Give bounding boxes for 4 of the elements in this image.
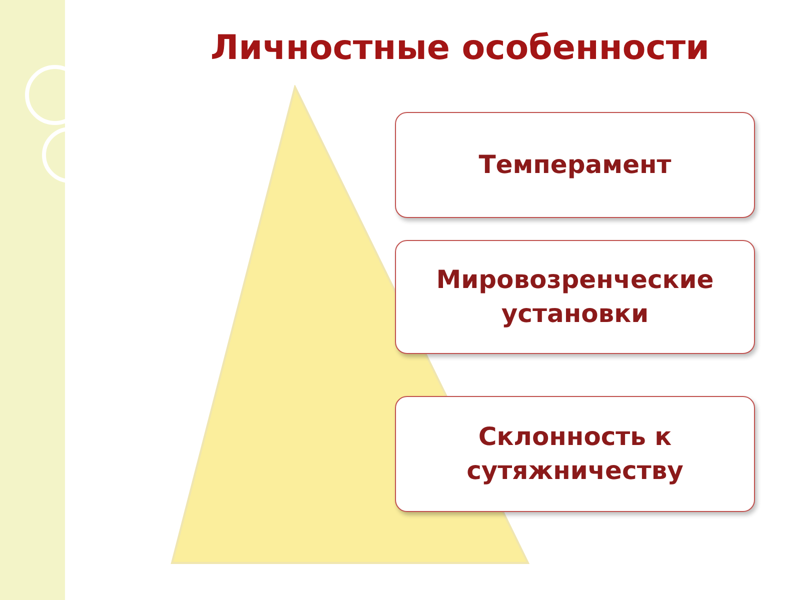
text-box: Мировозренческие установки	[395, 240, 755, 354]
text-box: Склонность к сутяжничеству	[395, 396, 755, 512]
text-box: Темперамент	[395, 112, 755, 218]
title: Личностные особенности	[210, 28, 710, 68]
